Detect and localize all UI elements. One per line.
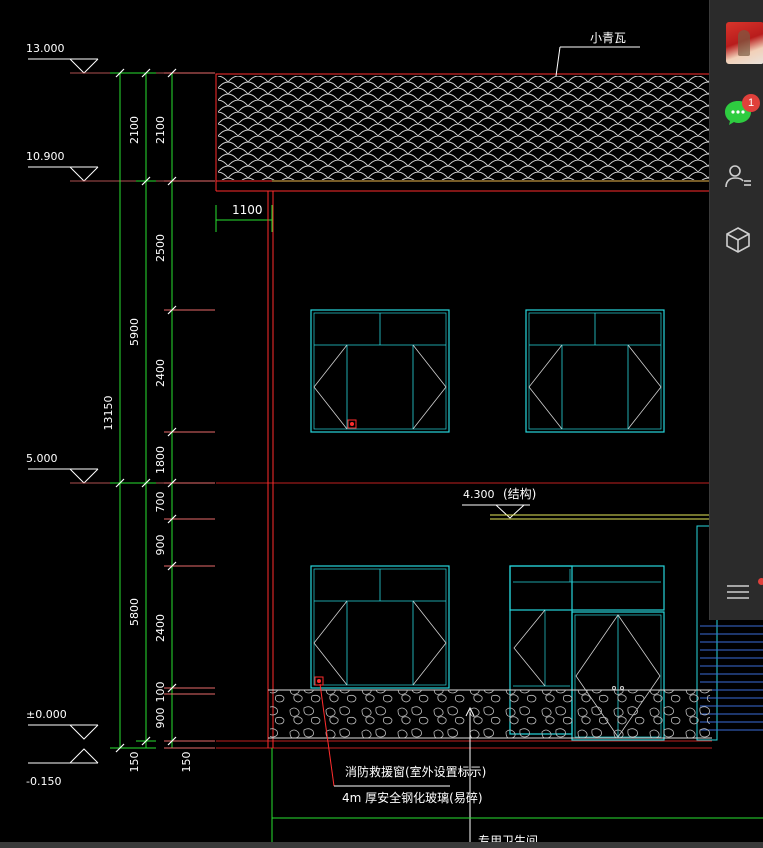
window-lower-left[interactable] xyxy=(310,565,450,689)
chat-badge: 1 xyxy=(742,94,760,112)
dim-inner-4: 1800 xyxy=(154,446,167,474)
dimension-chain-inner xyxy=(115,68,215,753)
dim-inner-2: 2500 xyxy=(154,234,167,262)
dim-outer-2: 5900 xyxy=(128,318,141,346)
dimension-chain-outer xyxy=(110,72,156,749)
rescue-window-marker xyxy=(347,419,357,429)
dim-inner-5: 700 xyxy=(154,492,167,513)
dim-outer-1: 2100 xyxy=(128,116,141,144)
eave-overhang-dimension: 1100 xyxy=(215,203,273,232)
level-marker-ground: ±0.000 -0.150 xyxy=(26,708,99,788)
contacts-icon xyxy=(725,165,751,188)
level-ground-text: ±0.000 xyxy=(26,708,67,721)
annotation-leaders xyxy=(271,683,763,848)
window-upper-right[interactable] xyxy=(525,309,665,433)
menu-notification-dot xyxy=(758,578,763,585)
note-glass: 4m 厚安全钢化玻璃(易碎) xyxy=(342,790,483,805)
level-floor2-text: 5.000 xyxy=(26,452,58,465)
cube-button[interactable] xyxy=(722,224,754,256)
menu-icon xyxy=(727,585,749,599)
level-roof-top-text: 13.000 xyxy=(26,42,65,55)
structure-level-marker: 4.300 (结构) xyxy=(462,486,712,520)
level-eave-text: 10.900 xyxy=(26,150,65,163)
structure-level-text: 4.300 xyxy=(463,488,495,501)
menu-button[interactable] xyxy=(722,576,754,608)
dim-inner-8: 100 xyxy=(154,682,167,703)
cube-icon xyxy=(726,227,750,253)
dim-outer-4: 150 xyxy=(128,752,141,773)
adjacent-building xyxy=(696,525,763,741)
dim-inner-6: 900 xyxy=(154,535,167,556)
dim-inner-9: 900 xyxy=(154,708,167,729)
dim-eave-overhang: 1100 xyxy=(232,203,263,217)
dim-outer-total: 13150 xyxy=(102,396,115,431)
window-upper-left[interactable] xyxy=(310,309,450,433)
dim-inner-7: 2400 xyxy=(154,614,167,642)
level-outdoor-text: -0.150 xyxy=(26,775,61,788)
note-rescue-window: 消防救援窗(室外设置标示) xyxy=(345,764,486,779)
avatar[interactable] xyxy=(726,22,763,64)
roof-label-leader: 小青瓦 xyxy=(555,31,640,77)
roof-label: 小青瓦 xyxy=(590,31,626,45)
stone-plinth xyxy=(268,689,712,739)
dim-inner-3: 2400 xyxy=(154,359,167,387)
level-marker-roof-top: 13.000 xyxy=(26,42,215,74)
bottom-scroll-strip[interactable] xyxy=(0,842,763,848)
dim-inner-1: 2100 xyxy=(154,116,167,144)
contacts-button[interactable] xyxy=(722,160,754,192)
dim-inner-10: 150 xyxy=(180,752,193,773)
dim-outer-3: 5800 xyxy=(128,598,141,626)
roof-tiles xyxy=(215,73,713,192)
side-panel: 1 xyxy=(709,0,763,620)
structure-label: (结构) xyxy=(503,486,536,501)
wall-lines xyxy=(216,191,712,749)
